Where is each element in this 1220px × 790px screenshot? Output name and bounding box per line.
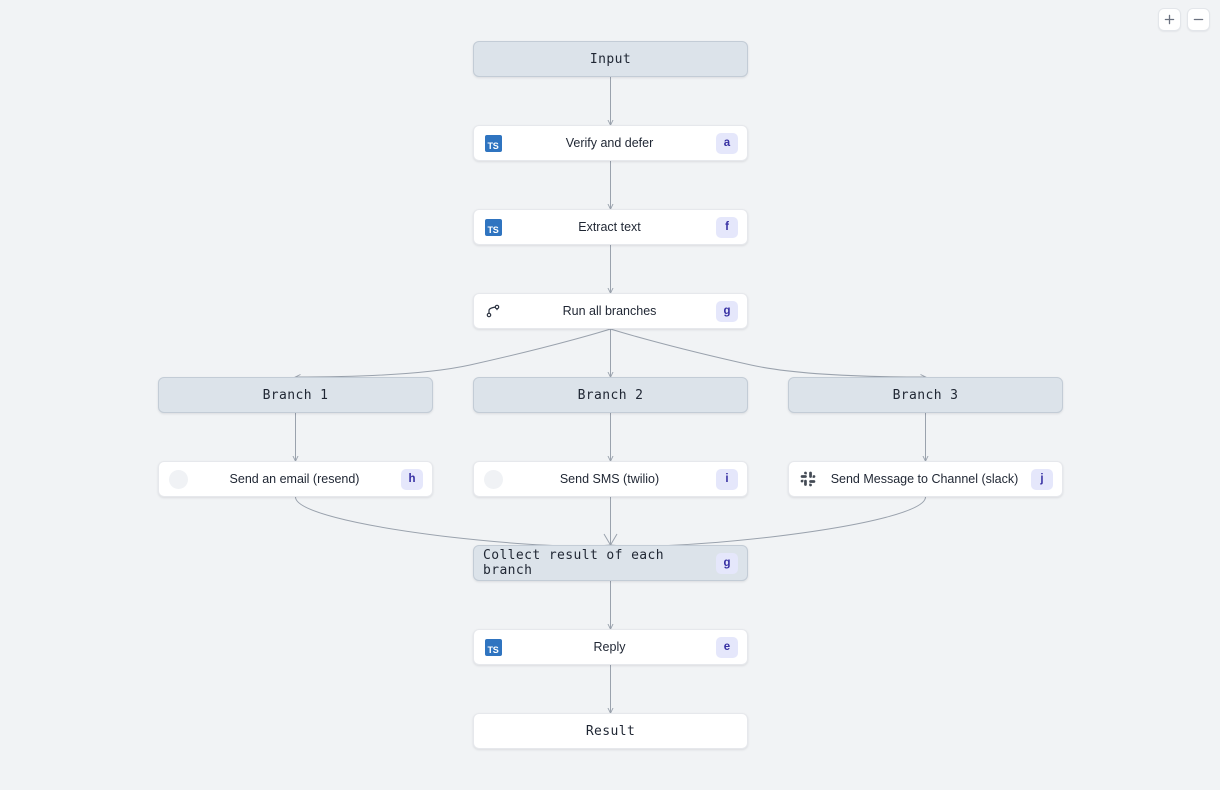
minus-icon [1193, 14, 1204, 25]
node-extract-text[interactable]: TS Extract text f [473, 209, 748, 245]
placeholder-circle-icon [483, 469, 503, 489]
node-label: Result [585, 723, 636, 739]
node-label: Collect result of each branch [483, 548, 664, 578]
node-branch-1[interactable]: Branch 1 [158, 377, 433, 413]
node-label: Send Message to Channel (slack) [830, 472, 1019, 486]
node-send-an-email[interactable]: Send an email (resend) h [158, 461, 433, 497]
node-send-message-to-channel[interactable]: Send Message to Channel (slack) j [788, 461, 1063, 497]
ts-icon: TS [483, 637, 503, 657]
node-collect-result[interactable]: Collect result of each branch g [473, 545, 748, 581]
shortcut-badge[interactable]: g [716, 300, 738, 322]
zoom-controls [1158, 8, 1210, 31]
node-label: Verify and defer [565, 136, 654, 150]
ts-icon: TS [483, 133, 503, 153]
node-branch-3[interactable]: Branch 3 [788, 377, 1063, 413]
node-run-all-branches[interactable]: Run all branches g [473, 293, 748, 329]
shortcut-badge[interactable]: e [716, 636, 738, 658]
ts-icon: TS [483, 217, 503, 237]
shortcut-badge[interactable]: i [716, 468, 738, 490]
shortcut-badge[interactable]: j [1031, 468, 1053, 490]
node-label: Branch 2 [577, 387, 644, 403]
node-label: Branch 3 [892, 387, 959, 403]
shortcut-badge[interactable]: a [716, 132, 738, 154]
node-verify-and-defer[interactable]: TS Verify and defer a [473, 125, 748, 161]
node-label: Send an email (resend) [229, 472, 360, 486]
plus-icon [1164, 14, 1175, 25]
node-input[interactable]: Input [473, 41, 748, 77]
zoom-in-button[interactable] [1158, 8, 1181, 31]
node-label: Reply [593, 640, 626, 654]
zoom-out-button[interactable] [1187, 8, 1210, 31]
node-label: Run all branches [562, 304, 657, 318]
node-reply[interactable]: TS Reply e [473, 629, 748, 665]
shortcut-badge[interactable]: h [401, 468, 423, 490]
branch-icon [483, 301, 503, 321]
node-result[interactable]: Result [473, 713, 748, 749]
shortcut-badge[interactable]: f [716, 216, 738, 238]
placeholder-circle-icon [168, 469, 188, 489]
node-label: Send SMS (twilio) [559, 472, 660, 486]
node-label: Branch 1 [262, 387, 329, 403]
slack-icon [798, 469, 818, 489]
node-label: Extract text [578, 220, 641, 234]
shortcut-badge[interactable]: g [716, 552, 738, 574]
node-send-sms[interactable]: Send SMS (twilio) i [473, 461, 748, 497]
node-branch-2[interactable]: Branch 2 [473, 377, 748, 413]
node-label: Input [589, 51, 632, 67]
